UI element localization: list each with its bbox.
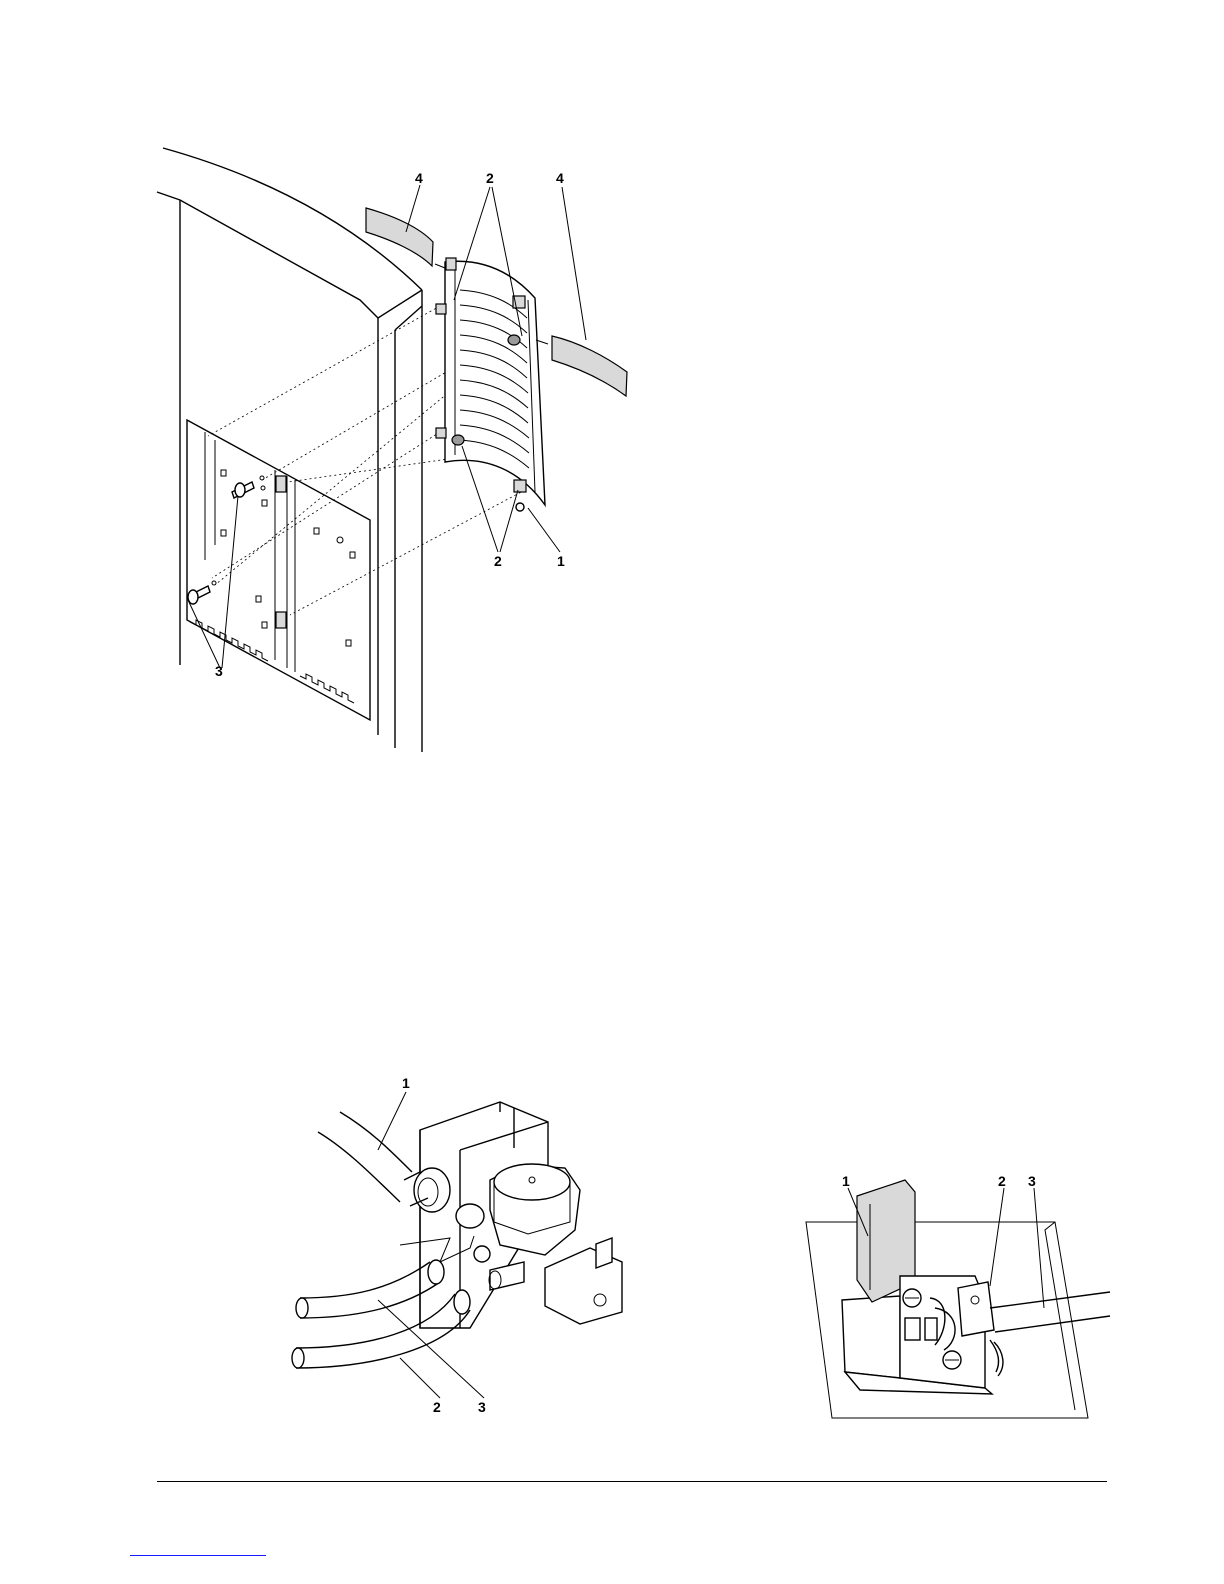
cable-clamp: [958, 1282, 994, 1336]
power-cable: [990, 1292, 1110, 1332]
terminal-callout-1: 1: [842, 1173, 850, 1189]
valve-bracket: [400, 1102, 548, 1328]
inlet-hose: [318, 1112, 412, 1202]
solenoid-coil: [545, 1238, 622, 1324]
valve-callout-1: 1: [402, 1075, 410, 1091]
terminal-housing: [842, 1180, 992, 1394]
callout-2-top: 2: [486, 170, 494, 186]
valve-callout-2: 2: [433, 1399, 441, 1415]
figure-cover-assembly: 4 2 4 2 1 3: [0, 0, 1224, 800]
base-plate: [806, 1222, 1088, 1418]
terminal-callout-2: 2: [998, 1173, 1006, 1189]
terminal-callout-3: 3: [1028, 1173, 1036, 1189]
callout-3: 3: [215, 663, 223, 679]
screw-upper: [232, 482, 254, 498]
callout-4-right: 4: [556, 170, 564, 186]
cabinet-top-inner: [157, 192, 378, 318]
terminal-screws: [903, 1289, 961, 1369]
callout-1: 1: [557, 553, 565, 569]
wires: [930, 1298, 1003, 1376]
hose-nut: [404, 1168, 450, 1212]
valve-callout-3: 3: [478, 1399, 486, 1415]
outlet-hose-lower: [292, 1290, 470, 1368]
callout-2-bottom: 2: [494, 553, 502, 569]
outlet-hose-upper: [296, 1260, 444, 1318]
valve-body: [456, 1164, 580, 1290]
callout-4-left: 4: [415, 170, 423, 186]
footer-rule: [157, 1481, 1107, 1482]
label-strip-right: [552, 336, 627, 396]
louvered-cover: [436, 258, 545, 511]
screw-lower: [188, 586, 210, 604]
label-strip-left: [366, 208, 433, 266]
footer-link-underline[interactable]: [130, 1555, 266, 1556]
